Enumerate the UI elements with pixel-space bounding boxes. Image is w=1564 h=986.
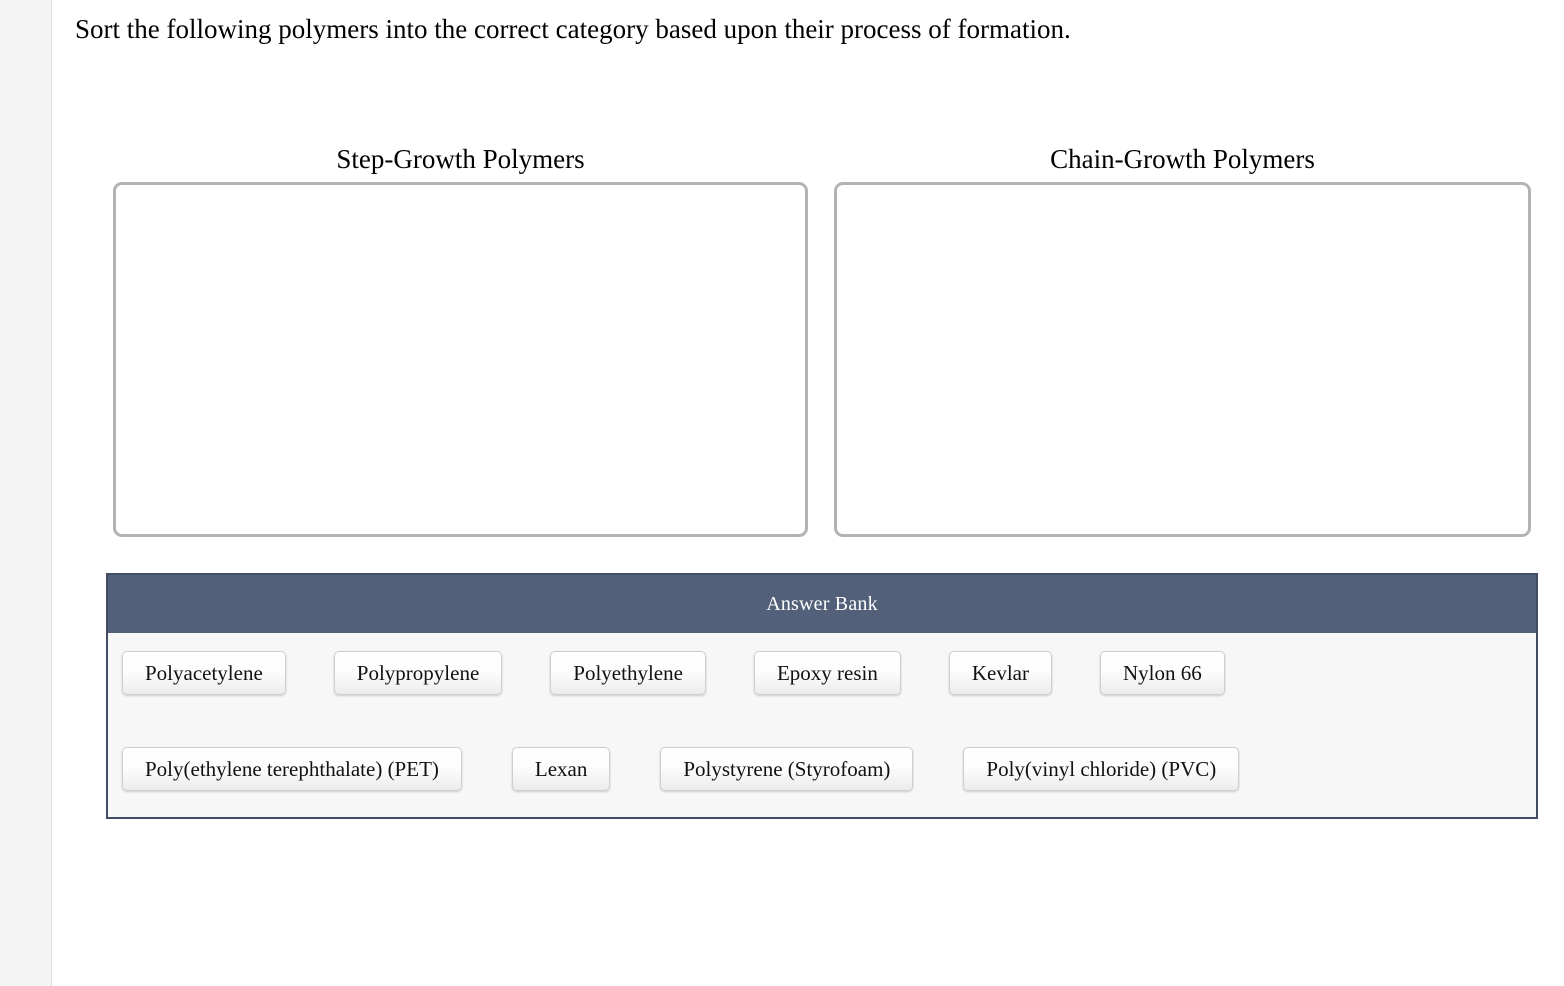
category-step-growth: Step-Growth Polymers bbox=[113, 142, 808, 537]
answer-chip[interactable]: Epoxy resin bbox=[753, 651, 901, 695]
answer-bank-header: Answer Bank bbox=[108, 575, 1536, 633]
answer-bank-body: Polyacetylene Polypropylene Polyethylene Ep… bbox=[108, 633, 1536, 817]
answer-chip[interactable]: Poly(ethylene terephthalate) (PET) bbox=[122, 747, 462, 791]
left-gutter-rail bbox=[0, 0, 52, 986]
answer-chip[interactable]: Polystyrene (Styrofoam) bbox=[660, 747, 914, 791]
answer-chip[interactable]: Polyethylene bbox=[550, 651, 706, 695]
category-title-step-growth: Step-Growth Polymers bbox=[336, 144, 585, 174]
answer-chip[interactable]: Poly(vinyl chloride) (PVC) bbox=[963, 747, 1240, 791]
question-content-area: Sort the following polymers into the cor… bbox=[53, 0, 1564, 986]
answer-chip-row: Poly(ethylene terephthalate) (PET) Lexan P… bbox=[122, 747, 1522, 791]
answer-chip-row: Polyacetylene Polypropylene Polyethylene Ep… bbox=[122, 651, 1522, 695]
answer-chip[interactable]: Kevlar bbox=[948, 651, 1052, 695]
answer-chip[interactable]: Polypropylene bbox=[333, 651, 503, 695]
answer-chip[interactable]: Polyacetylene bbox=[122, 651, 286, 695]
drop-zone-step-growth[interactable] bbox=[113, 182, 808, 537]
category-chain-growth: Chain-Growth Polymers bbox=[834, 142, 1531, 537]
answer-chip[interactable]: Nylon 66 bbox=[1099, 651, 1225, 695]
answer-chip[interactable]: Lexan bbox=[511, 747, 611, 791]
question-prompt: Sort the following polymers into the cor… bbox=[75, 14, 1071, 44]
category-title-chain-growth: Chain-Growth Polymers bbox=[1050, 144, 1315, 174]
drop-zone-chain-growth[interactable] bbox=[834, 182, 1531, 537]
